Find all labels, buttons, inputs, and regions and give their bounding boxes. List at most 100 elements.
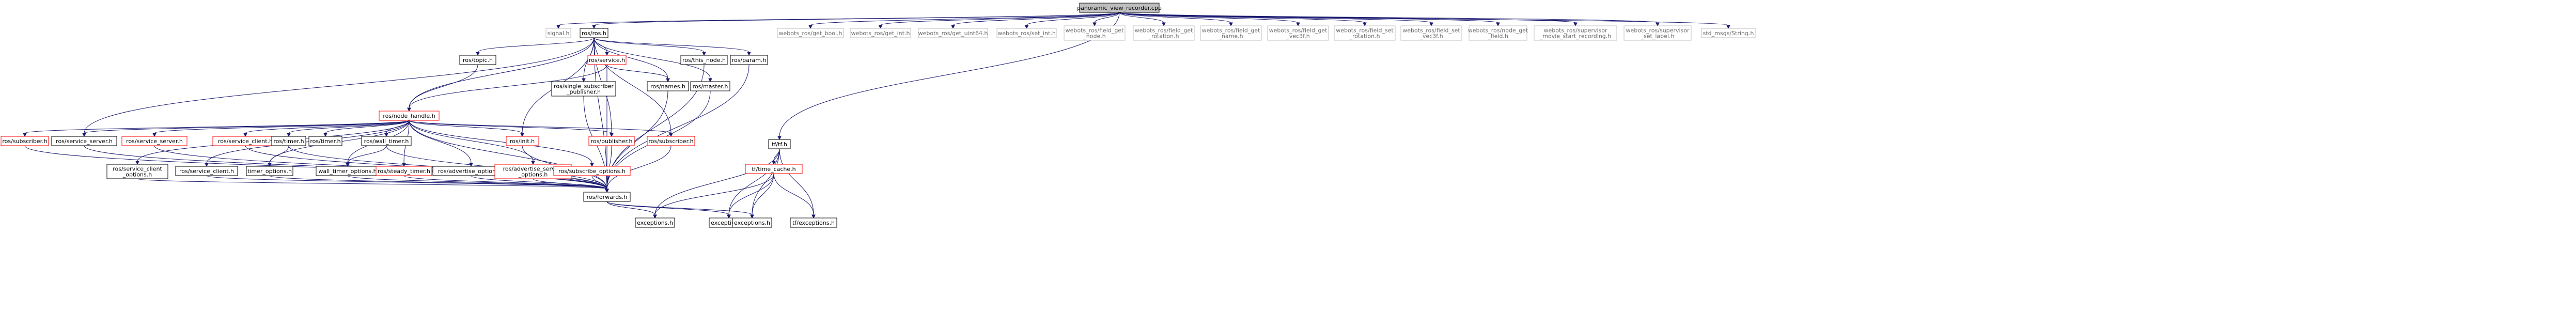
- node-timer-options[interactable]: timer_options.h: [246, 166, 293, 176]
- node-label: ros/master.h: [693, 83, 728, 90]
- edge-tf_tf-to-tf_time_cache: [772, 148, 780, 165]
- node-label: ros/service_client.h: [179, 168, 234, 175]
- node-label: wall_timer_options.h: [318, 168, 377, 175]
- node-label: ros/ros.h: [582, 30, 606, 37]
- node-ros-this-node[interactable]: ros/this_node.h: [680, 55, 728, 65]
- node-label: panoramic_view_recorder.cpp: [1077, 5, 1162, 11]
- node-label: timer_options.h: [247, 168, 292, 175]
- node-label: exceptions.h: [637, 220, 673, 226]
- node-label: _options.h: [122, 171, 152, 178]
- node-wb-sup-label[interactable]: webots_ros/supervisor_set_label.h: [1623, 25, 1692, 41]
- edge-root-to-wb_get_bool: [808, 12, 1120, 29]
- edge-tf_tf-to-exceptions_c: [750, 148, 780, 219]
- node-std-msgs-string[interactable]: std_msgs/String.h: [1701, 28, 1756, 38]
- edge-ros_topic-to-ros_node_handle: [407, 64, 478, 112]
- node-label: tf/time_cache.h: [752, 166, 795, 173]
- node-exceptions-a[interactable]: exceptions.h: [635, 217, 675, 228]
- node-ros-node-handle[interactable]: ros/node_handle.h: [379, 111, 440, 121]
- node-tf-time-cache[interactable]: tf/time_cache.h: [745, 164, 803, 174]
- edge-root-to-std_msgs_string: [1119, 12, 1730, 29]
- node-label: tf/exceptions.h: [792, 220, 835, 226]
- node-ros-service-client-options[interactable]: ros/service_client_options.h: [106, 164, 168, 179]
- node-label: signal.h: [547, 30, 569, 37]
- edge-root-to-wb_get_uint64: [951, 12, 1120, 29]
- node-label: ros/publisher.h: [591, 138, 633, 145]
- node-ros-timer-a[interactable]: ros/timer.h: [271, 136, 306, 146]
- edge-root-to-wb_field_get_name: [1119, 12, 1233, 27]
- node-label: ros/advertise_options.h: [438, 168, 504, 175]
- edge-root-to-wb_set_int: [1024, 12, 1120, 29]
- node-ros-subscriber-a[interactable]: ros/subscriber.h: [1, 136, 49, 146]
- node-label: webots_ros/set_int.h: [997, 30, 1056, 37]
- edge-ros_node_handle-to-ros_publisher: [409, 120, 614, 137]
- edge-root-to-wb_field_get_vec3f: [1119, 12, 1300, 27]
- node-wb-get-bool[interactable]: webots_ros/get_bool.h: [777, 28, 844, 38]
- node-ros-service-server-a[interactable]: ros/service_server.h: [51, 136, 117, 146]
- node-exceptions-c[interactable]: exceptions.h: [732, 217, 772, 228]
- node-wb-get-uint64[interactable]: webots_ros/get_uint64.h: [918, 28, 988, 38]
- node-ros-init[interactable]: ros/init.h: [506, 136, 539, 146]
- edge-tf_tf-to-tf_exceptions: [779, 148, 816, 219]
- edge-tf_time_cache-to-exceptions_c: [750, 173, 774, 219]
- node-ros-steady-timer[interactable]: ros/steady_timer.h: [376, 166, 432, 176]
- node-wb-node-get-field[interactable]: webots_ros/node_get_field.h: [1468, 25, 1528, 41]
- node-ros-subscriber-b[interactable]: ros/subscriber.h: [647, 136, 695, 146]
- graph-nodes: panoramic_view_recorder.cpp signal.h ros/r…: [1, 3, 1756, 228]
- node-ros-forwards[interactable]: ros/forwards.h: [583, 192, 631, 202]
- node-label: _rotation.h: [1349, 33, 1380, 40]
- node-label: ros/init.h: [510, 138, 535, 145]
- edge-ros_node_handle-to-ros_subscribe_options: [409, 120, 594, 167]
- node-tf-exceptions[interactable]: tf/exceptions.h: [790, 217, 837, 228]
- node-label: webots_ros/supervisor: [1544, 27, 1607, 34]
- node-label: ros/node_handle.h: [383, 113, 435, 119]
- node-ros-topic[interactable]: ros/topic.h: [459, 55, 496, 65]
- node-ros-publisher[interactable]: ros/publisher.h: [588, 136, 635, 146]
- node-label: webots_ros/get_uint64.h: [918, 30, 988, 37]
- edge-ros_node_handle-to-ros_service_client_a: [243, 120, 410, 137]
- node-wb-field-get-node[interactable]: webots_ros/field_get_node.h: [1064, 25, 1126, 41]
- node-label: webots_ros/field_set: [1402, 27, 1460, 34]
- edge-ros_node_handle-to-ros_init: [409, 120, 524, 137]
- node-ros-names[interactable]: ros/names.h: [647, 81, 689, 91]
- node-wb-field-get-rotation[interactable]: webots_ros/field_get_rotation.h: [1133, 25, 1195, 41]
- node-ros-master[interactable]: ros/master.h: [690, 81, 730, 91]
- node-wb-set-int[interactable]: webots_ros/set_int.h: [996, 28, 1057, 38]
- edge-tf_time_cache-to-exceptions_b: [727, 173, 774, 219]
- node-label: ros/timer.h: [273, 138, 304, 145]
- node-label: ros/this_node.h: [682, 57, 726, 64]
- node-ros-service[interactable]: ros/service.h: [587, 55, 627, 65]
- node-ros-service-client-b[interactable]: ros/service_client.h: [175, 166, 238, 176]
- edge-root-to-wb_field_get_rotation: [1119, 12, 1166, 27]
- node-wb-field-set-rotation[interactable]: webots_ros/field_set_rotation.h: [1334, 25, 1396, 41]
- node-label: _publisher.h: [566, 89, 601, 96]
- node-ros-service-client-a[interactable]: ros/service_client.h: [212, 136, 278, 146]
- node-ros-timer-b[interactable]: ros/timer.h: [308, 136, 342, 146]
- node-label: webots_ros/field_get: [1066, 27, 1124, 34]
- node-ros-service-server-b[interactable]: ros/service_server.h: [121, 136, 188, 146]
- node-label: _set_label.h: [1641, 33, 1675, 40]
- node-root[interactable]: panoramic_view_recorder.cpp: [1077, 3, 1162, 13]
- edge-root-to-wb_field_set_vec3f: [1119, 12, 1433, 27]
- node-wb-field-get-vec3f[interactable]: webots_ros/field_get_vec3f.h: [1267, 25, 1329, 41]
- node-ros-wall-timer[interactable]: ros/wall_timer.h: [361, 136, 412, 146]
- node-wb-field-set-vec3f[interactable]: webots_ros/field_set_vec3f.h: [1400, 25, 1462, 41]
- node-ros-param[interactable]: ros/param.h: [730, 55, 768, 65]
- edge-root-to-wb_sup_label: [1119, 12, 1660, 27]
- node-ros-single-sub-pub[interactable]: ros/single_subscriber_publisher.h: [551, 81, 616, 97]
- node-wb-sup-movie[interactable]: webots_ros/supervisor_movie_start_record…: [1534, 25, 1617, 41]
- node-signal[interactable]: signal.h: [545, 28, 571, 38]
- node-label: ros/advertise_service: [503, 166, 564, 173]
- node-label: ros/service_server.h: [56, 138, 113, 145]
- node-label: _field.h: [1487, 33, 1508, 40]
- node-ros-ros[interactable]: ros/ros.h: [580, 28, 608, 38]
- node-wall-timer-options[interactable]: wall_timer_options.h: [316, 166, 380, 176]
- node-label: webots_ros/supervisor: [1626, 27, 1690, 34]
- node-tf-tf[interactable]: tf/tf.h: [768, 139, 791, 149]
- node-wb-field-get-name[interactable]: webots_ros/field_get_name.h: [1200, 25, 1262, 41]
- node-wb-get-int[interactable]: webots_ros/get_int.h: [850, 28, 911, 38]
- node-label: _node.h: [1083, 33, 1105, 40]
- node-ros-subscribe-options[interactable]: ros/subscribe_options.h: [553, 166, 631, 176]
- edge-ros_subscribe_options-to-ros_forwards: [591, 175, 609, 193]
- node-label: webots_ros/get_int.h: [851, 30, 910, 37]
